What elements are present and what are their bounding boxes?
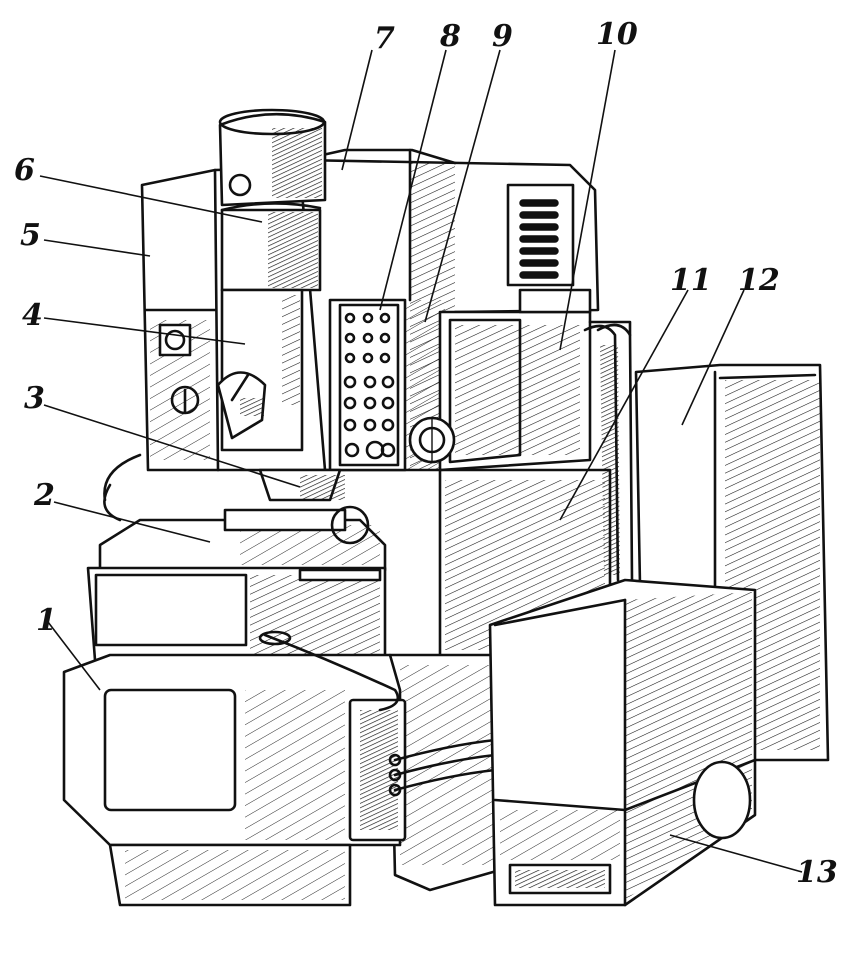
callout-label-5: 5 <box>20 218 41 253</box>
leader-lines <box>39 49 803 873</box>
top-cylinder <box>218 108 327 292</box>
callout-label-8: 8 <box>439 19 461 54</box>
callout-label-6: 6 <box>14 153 35 188</box>
callout-label-11: 11 <box>670 263 712 298</box>
generator-box <box>488 578 757 907</box>
callout-label-9: 9 <box>492 19 513 54</box>
electrical-cabinet <box>408 288 592 472</box>
vent-slots <box>519 199 559 279</box>
control-buttons <box>343 312 396 460</box>
callout-label-2: 2 <box>33 478 55 513</box>
worktable <box>86 453 387 662</box>
column-base <box>388 468 612 892</box>
callout-label-1: 1 <box>36 603 57 638</box>
callout-label-3: 3 <box>24 381 45 416</box>
control-panel <box>328 298 445 472</box>
callout-label-7: 7 <box>374 21 395 56</box>
callout-label-10: 10 <box>596 17 638 52</box>
quill-panel <box>158 288 304 452</box>
hoses <box>583 320 634 582</box>
base-tank <box>62 630 407 907</box>
callout-labels: 1 2 3 4 5 6 7 8 9 10 11 12 13 <box>14 17 838 890</box>
cables <box>388 738 497 797</box>
callout-label-4: 4 <box>22 298 43 333</box>
callout-label-13: 13 <box>796 855 838 890</box>
callout-label-12: 12 <box>738 263 780 298</box>
